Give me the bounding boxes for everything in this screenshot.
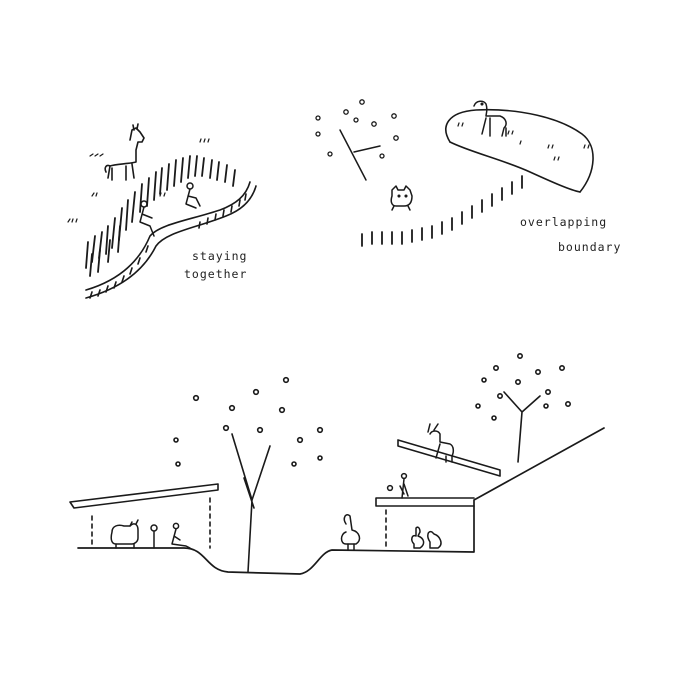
person-figures: [139, 182, 201, 237]
small-post: [150, 524, 158, 549]
goat-figure: [473, 100, 507, 137]
loop-grass: [457, 122, 590, 161]
dashed-boundary-edge: [361, 175, 523, 247]
alpaca-figure: [104, 123, 145, 181]
ground-line: [77, 427, 605, 575]
staying-label-line2: together: [184, 267, 247, 281]
overlap-label-line2: boundary: [558, 240, 621, 254]
bird-pair: [411, 526, 442, 549]
right-terrace: [375, 439, 501, 549]
goose-figure: [340, 513, 361, 551]
overlapping-boundary-vignette: overlapping boundary: [315, 99, 621, 254]
left-tree: [173, 376, 324, 573]
standing-person-terrace: [386, 472, 409, 499]
small-tree-trunk: [339, 129, 381, 181]
bear-figure: [110, 519, 139, 549]
overlap-label-line1: overlapping: [520, 215, 607, 229]
right-tree: [475, 352, 571, 463]
loop-path: [445, 108, 594, 193]
curved-path: [85, 181, 257, 299]
grass-hatching: [85, 155, 236, 277]
cat-figure: [390, 185, 413, 211]
seated-person-left: [171, 522, 191, 549]
goat-on-slab: [427, 423, 455, 463]
section-view: [69, 352, 605, 575]
small-tree-leaves: [315, 99, 399, 159]
staying-label-line1: staying: [192, 249, 247, 263]
staying-together-vignette: staying together: [67, 123, 257, 299]
left-canopy: [69, 483, 219, 549]
grass-tufts: [67, 138, 210, 223]
